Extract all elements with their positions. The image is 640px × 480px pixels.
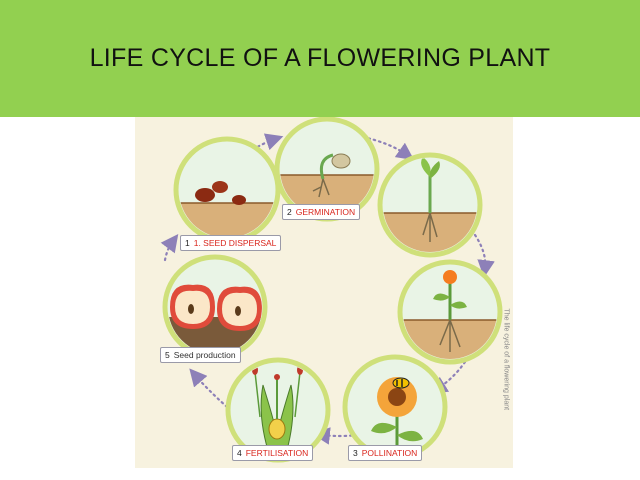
title-banner: LIFE CYCLE OF A FLOWERING PLANT (0, 0, 640, 117)
cut-apple-icon (162, 254, 268, 360)
seedling-icon (377, 152, 483, 258)
arrow-3-to-4 (473, 233, 495, 278)
flowering-plant-icon (397, 259, 503, 365)
seeds-icon (173, 136, 281, 244)
arrow-6-to-7 (189, 368, 229, 409)
vertical-caption: The life cycle of a flowering plant (497, 308, 513, 465)
flower-cross-section-icon (225, 357, 331, 463)
arrow-5-to-6 (312, 427, 359, 445)
sunflower-with-bee-icon (342, 354, 448, 460)
germinating-seed-icon (274, 117, 380, 222)
page-title: LIFE CYCLE OF A FLOWERING PLANT (89, 44, 551, 72)
arrow-7-to-1 (160, 233, 179, 262)
cycle-illustration (160, 117, 503, 463)
vertical-caption-text: The life cycle of a flowering plant (502, 308, 510, 411)
